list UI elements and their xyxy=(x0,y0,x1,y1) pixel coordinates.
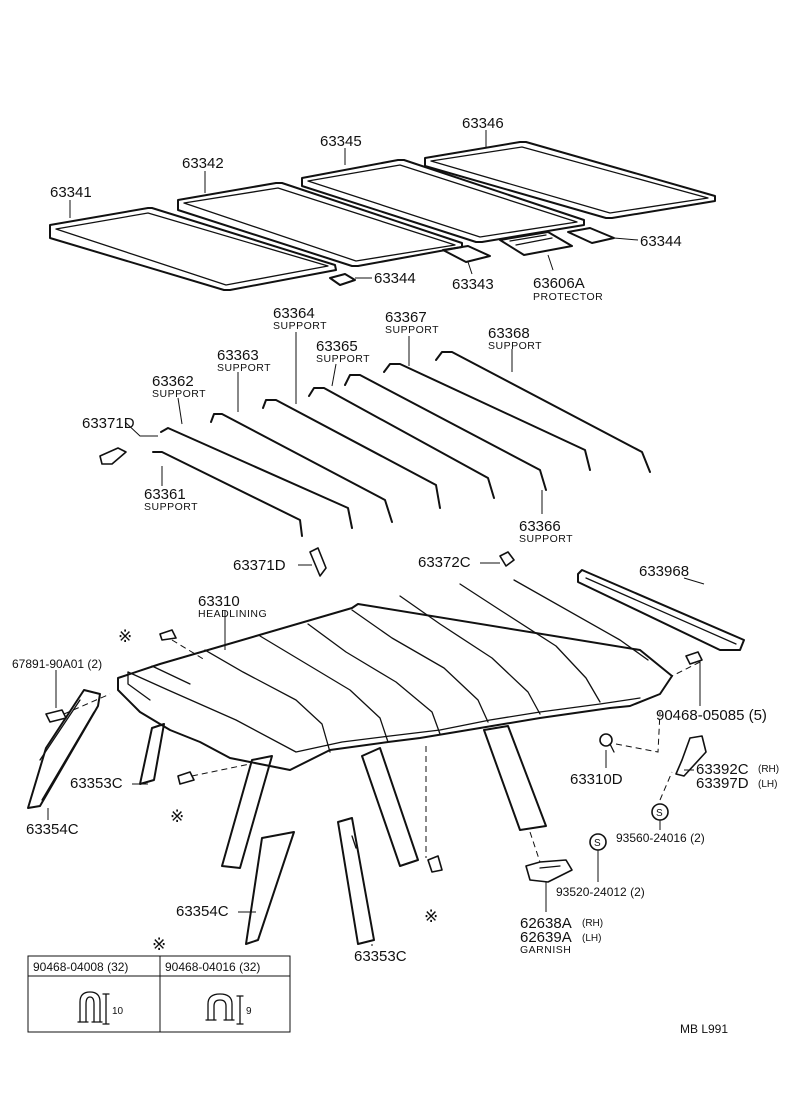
label-garnish: GARNISH xyxy=(520,944,571,956)
protector-63606a xyxy=(499,231,573,256)
label-63363-support: SUPPORT xyxy=(217,362,271,374)
label-63343: 63343 xyxy=(452,276,494,293)
label-63366: 63366 xyxy=(519,518,561,535)
roof-panel-63341 xyxy=(49,207,337,291)
label-63342: 63342 xyxy=(182,155,224,172)
label-63363: 63363 xyxy=(217,347,259,364)
label-63367-support: SUPPORT xyxy=(385,324,439,336)
clip-star-upper xyxy=(159,629,177,641)
label-63392c-rh: (RH) xyxy=(758,764,779,775)
label-63366-support: SUPPORT xyxy=(519,533,573,545)
label-63310d: 63310D xyxy=(570,771,623,788)
label-93560-24016: 93560-24016 (2) xyxy=(616,831,705,845)
clip-67891 xyxy=(45,709,67,723)
rail-633968 xyxy=(577,569,745,651)
clip-table-col1-part: 90468-04008 (32) xyxy=(33,960,128,974)
label-63365-support: SUPPORT xyxy=(316,353,370,365)
label-63353c-bottom: 63353C xyxy=(354,948,407,965)
bracket-63392c xyxy=(675,735,707,777)
headlining-63310 xyxy=(117,579,673,771)
label-63341: 63341 xyxy=(50,184,92,201)
label-62639a-lh: (LH) xyxy=(582,933,601,944)
label-63397d-lh: (LH) xyxy=(758,779,777,790)
headlining-pillars xyxy=(139,723,547,869)
star-mark-upper: ※ xyxy=(118,627,132,647)
label-90468-05085: 90468-05085 (5) xyxy=(656,707,767,724)
bolt-63310d xyxy=(599,733,615,753)
label-63354c-right: 63354C xyxy=(176,903,229,920)
trim-63354c-right xyxy=(245,831,295,945)
label-protector: PROTECTOR xyxy=(533,291,603,303)
label-63368-support: SUPPORT xyxy=(488,340,542,352)
label-63345: 63345 xyxy=(320,133,362,150)
clip-90468-05085 xyxy=(685,651,703,665)
clip-table-col1-dim: 10 xyxy=(112,1006,124,1017)
clip-63371d-bottom xyxy=(309,547,327,577)
clip-table-col2-dim: 9 xyxy=(246,1006,252,1017)
clip-table-star-mark: ※ xyxy=(152,935,166,955)
label-63364-support: SUPPORT xyxy=(273,320,327,332)
label-67891-90a01: 67891-90A01 (2) xyxy=(12,657,102,671)
label-headlining: HEADLINING xyxy=(198,608,267,620)
label-93520-24012: 93520-24012 (2) xyxy=(556,885,645,899)
label-63371d-bottom: 63371D xyxy=(233,557,286,574)
clip-star-right xyxy=(427,855,443,873)
star-mark-right: ※ xyxy=(424,907,438,927)
panel-piece-63344-right xyxy=(567,227,615,244)
diagram-code: MB L991 xyxy=(680,1022,728,1036)
label-63346: 63346 xyxy=(462,115,504,132)
clip-star-lower xyxy=(177,771,195,785)
clip-63371d-top xyxy=(99,447,127,465)
label-62638a: 62638A xyxy=(520,915,572,932)
clip-63372c xyxy=(499,551,515,567)
label-63372c: 63372C xyxy=(418,554,471,571)
label-62639a: 62639A xyxy=(520,929,572,946)
label-63362: 63362 xyxy=(152,373,194,390)
trim-63353c-bottom xyxy=(337,817,375,945)
screw-mark-93520: S xyxy=(594,838,601,849)
label-63368: 63368 xyxy=(488,325,530,342)
label-63364: 63364 xyxy=(273,305,315,322)
label-63310: 63310 xyxy=(198,593,240,610)
clip-table: ※ 90468-04008 (32) 90468-04016 (32) 10 9 xyxy=(27,935,291,1033)
clip-icon-90468-04016 xyxy=(205,993,244,1025)
label-63361: 63361 xyxy=(144,486,186,503)
label-63365: 63365 xyxy=(316,338,358,355)
label-62638a-rh: (RH) xyxy=(582,918,603,929)
label-63606a: 63606A xyxy=(533,275,585,292)
clip-table-col2-part: 90468-04016 (32) xyxy=(165,960,260,974)
label-63367: 63367 xyxy=(385,309,427,326)
label-63353c-left: 63353C xyxy=(70,775,123,792)
roof-panel-63345 xyxy=(301,159,585,243)
panel-piece-63344-left xyxy=(329,273,356,286)
screw-mark-93560: S xyxy=(656,808,663,819)
label-63392c: 63392C xyxy=(696,761,749,778)
label-63344-right: 63344 xyxy=(640,233,682,250)
label-633968: 633968 xyxy=(639,563,689,580)
clip-icon-90468-04008 xyxy=(77,991,110,1025)
label-63397d: 63397D xyxy=(696,775,749,792)
label-63361-support: SUPPORT xyxy=(144,501,198,513)
roof-panel-63346 xyxy=(424,141,716,219)
label-63362-support: SUPPORT xyxy=(152,388,206,400)
panel-piece-63343 xyxy=(442,245,491,263)
label-63354c-left: 63354C xyxy=(26,821,79,838)
star-mark-lower: ※ xyxy=(170,807,184,827)
label-63344-left: 63344 xyxy=(374,270,416,287)
garnish-62638a xyxy=(525,859,573,883)
support-bows xyxy=(152,351,651,537)
label-63371d-top: 63371D xyxy=(82,415,135,432)
